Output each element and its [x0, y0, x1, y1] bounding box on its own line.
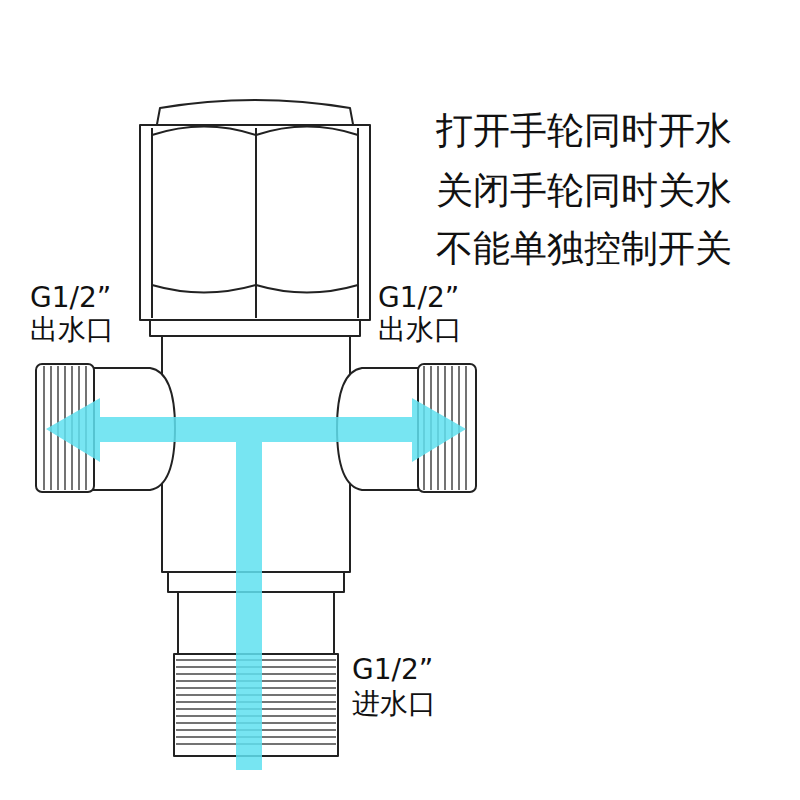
note-text: 关闭手轮同时关水 [436, 170, 732, 213]
port-name: 进水口 [352, 688, 436, 720]
note-text: 打开手轮同时开水 [436, 110, 732, 153]
thread-line [465, 366, 467, 490]
flow-vertical [236, 442, 262, 770]
thread-size: G1/2” [378, 282, 459, 314]
hex-chamfer-top [152, 127, 358, 136]
note-text: 不能单独控制开关 [436, 228, 732, 271]
hex-faces [152, 128, 358, 318]
hex-chamfer-bottom [152, 285, 358, 293]
port-name: 出水口 [378, 314, 462, 346]
port-name: 出水口 [30, 314, 114, 346]
handle-hex [140, 125, 370, 320]
thread-line [43, 366, 45, 490]
flow-arrow [46, 398, 466, 770]
collar [150, 320, 360, 336]
thread-size: G1/2” [30, 282, 111, 314]
thread-size: G1/2” [352, 654, 433, 686]
